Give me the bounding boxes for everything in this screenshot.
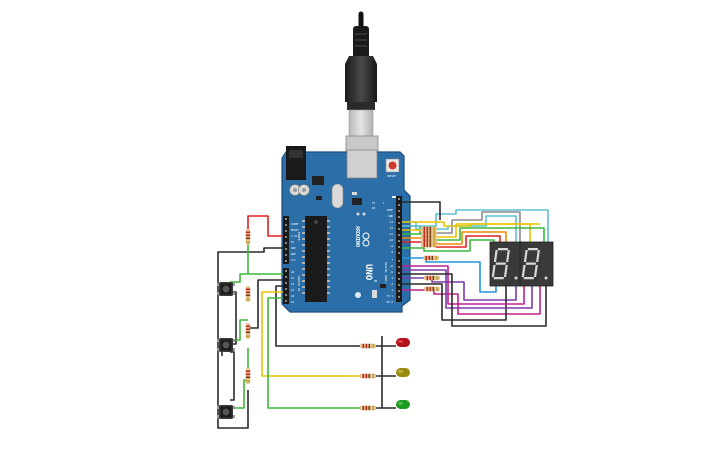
usb-port <box>346 149 378 179</box>
rx-label: RX <box>372 206 376 210</box>
power-pin-label: GND <box>291 252 296 256</box>
arduino-uno-board[interactable]: RESET <box>281 146 411 313</box>
board-model: UNO <box>363 264 373 281</box>
digital-header <box>396 196 402 302</box>
power-pin-label: IOREF <box>291 222 299 226</box>
digital-pin-label: 8 <box>391 250 393 254</box>
atmega-chip <box>305 216 327 302</box>
digital-pin-label: 7 <box>391 258 393 262</box>
power-pin-label: GND <box>291 246 296 250</box>
digital-pin-label: AREF <box>387 208 394 212</box>
on-label: ON <box>374 279 378 283</box>
analog-pin-label: A3 <box>291 288 295 292</box>
analog-header <box>283 268 289 304</box>
digital-section-label: DIGITAL (PWM~) <box>384 262 388 284</box>
digital-pin-label: ~5 <box>390 270 394 274</box>
analog-pin-label: A2 <box>291 282 295 286</box>
power-pin-label: Vin <box>291 258 296 262</box>
power-header <box>283 216 289 264</box>
seven-segment-display-1[interactable] <box>489 241 524 287</box>
l-label: L <box>383 201 385 205</box>
green-led[interactable] <box>396 400 410 409</box>
power-section-label: POWER <box>297 232 301 241</box>
analog-pin-label: A0 <box>291 270 295 274</box>
digital-pin-label: ~11 <box>388 232 393 236</box>
digital-pin-label: 4 <box>391 276 393 280</box>
arduino-logo-icon <box>362 232 370 247</box>
power-pin-label: 5V <box>291 240 295 244</box>
analog-section-label: ANALOG IN <box>297 276 301 291</box>
analog-pin-label: A4 <box>291 294 295 298</box>
button-wires[interactable] <box>217 215 283 429</box>
power-pin-label: RESET <box>291 228 299 232</box>
power-pin-label: 3.3V <box>291 234 298 238</box>
yellow-led[interactable] <box>396 368 410 377</box>
pushbutton-3[interactable] <box>217 405 235 419</box>
pushbutton-1[interactable] <box>217 282 235 296</box>
digital-pin-label: RX 0 <box>387 300 394 304</box>
reset-label: RESET <box>387 174 396 178</box>
crystal-oscillator <box>331 183 344 209</box>
digital-pin-label: GND <box>388 214 393 218</box>
led-wires[interactable] <box>261 285 396 409</box>
digital-pin-label: ~6 <box>390 264 394 268</box>
pushbutton-2[interactable] <box>217 338 235 352</box>
digital-pin-label: ~9 <box>390 244 394 248</box>
seven-segment-display-2[interactable] <box>519 241 554 287</box>
led-resistors[interactable] <box>360 343 376 411</box>
analog-pin-label: A1 <box>291 276 295 280</box>
digital-pin-label: TX 1 <box>387 294 394 298</box>
digital-pin-label: 12 <box>390 226 394 230</box>
tx-label: TX <box>372 201 376 205</box>
digital-pin-label: ~3 <box>390 282 394 286</box>
digital-pin-label: 13 <box>390 220 394 224</box>
usb-cable[interactable] <box>345 11 379 167</box>
analog-pin-label: A5 <box>291 300 295 304</box>
board-brand: ARDUINO <box>354 226 360 247</box>
digital-pin-label: 2 <box>391 288 393 292</box>
red-led[interactable] <box>396 338 410 347</box>
digital-pin-label: ~10 <box>388 238 393 242</box>
